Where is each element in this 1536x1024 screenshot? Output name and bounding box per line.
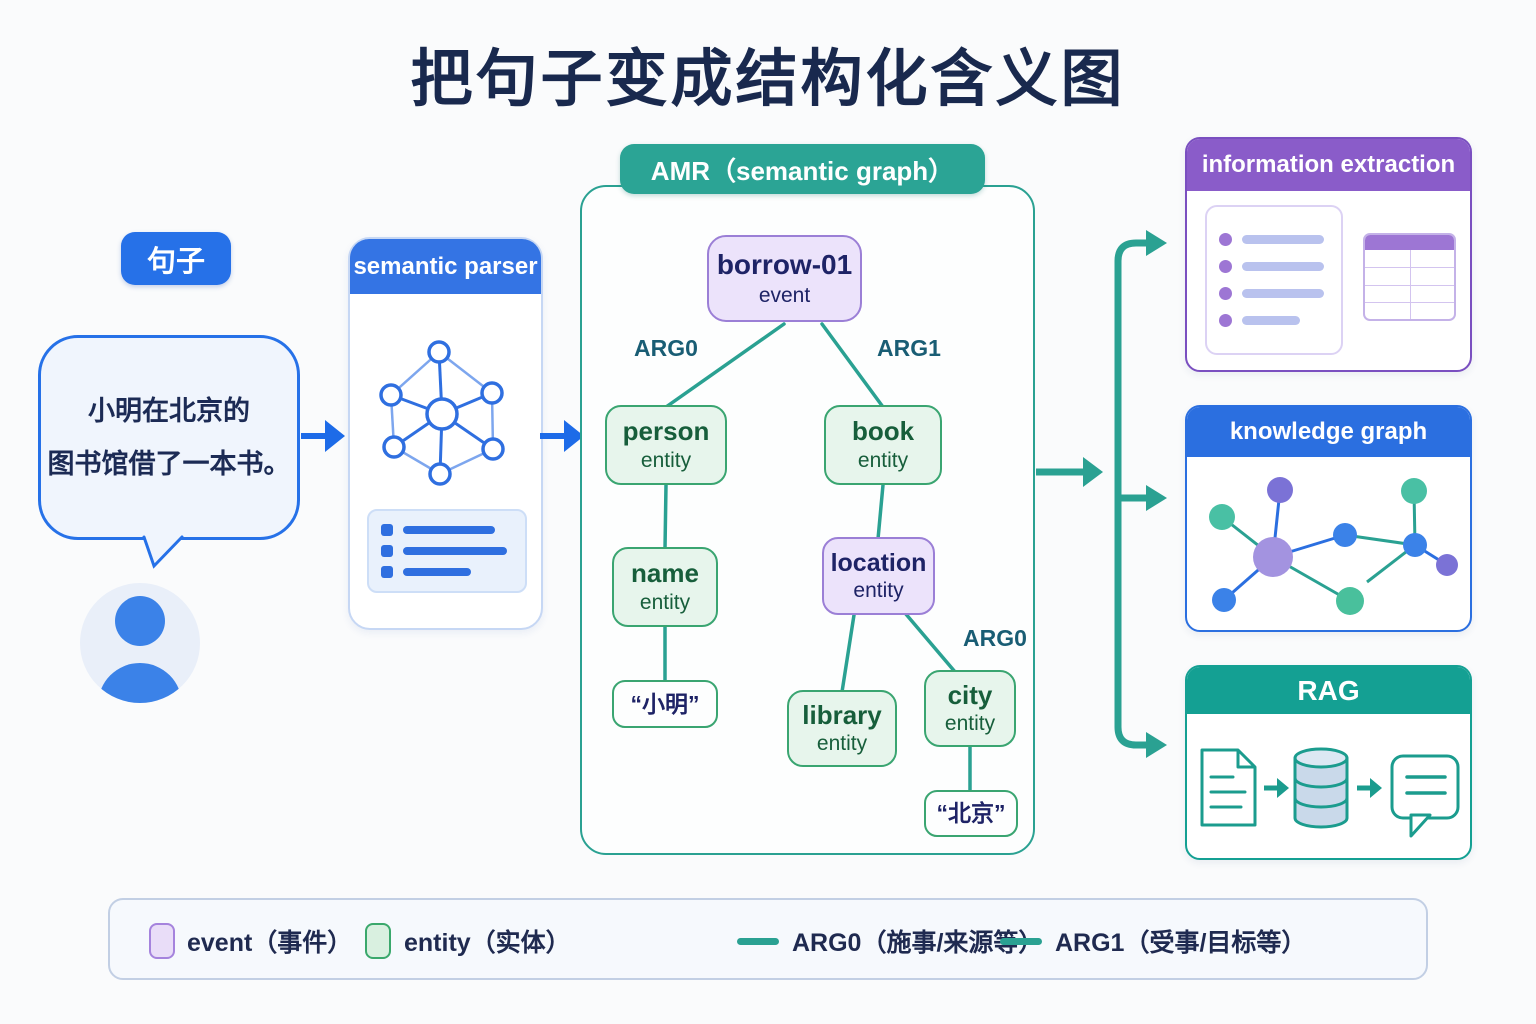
node-sublabel: entity [857, 448, 909, 472]
knowledge-graph-header: knowledge graph [1187, 407, 1470, 457]
arrow-input-to-parser [301, 420, 345, 452]
semantic-parser-header: semantic parser [350, 239, 541, 294]
extracted-list-icon [1205, 205, 1343, 355]
sentence-line-2: 图书馆借了一本书。 [47, 448, 291, 479]
sentence-line-1: 小明在北京的 [88, 395, 250, 426]
network-graph-icon [379, 340, 505, 486]
amr-graph-box: borrow-01 event ARG0 ARG1 ARG0 person en… [580, 185, 1035, 855]
node-label: “小明” [630, 690, 700, 717]
arrow-amr-to-outputs [1036, 230, 1167, 758]
arrow-parser-to-amr [540, 420, 584, 452]
sentence-badge: 句子 [121, 232, 231, 285]
knowledge-graph-panel: knowledge graph [1185, 405, 1472, 632]
list-dot [1219, 287, 1232, 300]
amr-leaf-beijing: “北京” [924, 790, 1018, 837]
table-icon [1363, 233, 1456, 321]
node-sublabel: entity [816, 732, 868, 756]
semantic-parser-card: semantic parser [348, 237, 543, 630]
node-sublabel: entity [853, 579, 904, 603]
edge-label-arg0-city: ARG0 [963, 625, 1027, 651]
node-label: borrow-01 [716, 249, 853, 281]
amr-header: AMR（semantic graph） [620, 144, 985, 194]
list-bar [1242, 289, 1324, 298]
list-bar [403, 568, 471, 576]
chat-bubble-icon [1390, 754, 1460, 838]
list-dot [1219, 260, 1232, 273]
document-icon [1200, 748, 1257, 827]
list-dot [1219, 233, 1232, 246]
node-label: location [830, 548, 927, 577]
node-sublabel: entity [639, 590, 691, 614]
legend-arg1-label: ARG1（受事/目标等） [1055, 929, 1307, 957]
amr-node-name: name entity [612, 547, 718, 627]
knowledge-graph-icon [1209, 477, 1458, 615]
speech-bubble-tail [142, 535, 184, 569]
node-label: book [851, 416, 915, 447]
rag-panel: RAG [1185, 665, 1472, 860]
list-bullet [381, 566, 393, 578]
amr-node-city: city entity [924, 670, 1016, 747]
node-sublabel: entity [640, 448, 692, 472]
amr-node-person: person entity [605, 405, 727, 485]
node-label: city [947, 679, 993, 710]
amr-tree-edges [663, 322, 972, 794]
list-bar [1242, 262, 1324, 271]
list-bullet [381, 545, 393, 557]
legend-bar: event（事件） entity（实体） ARG0（施事/来源等） ARG1（受… [108, 898, 1428, 980]
list-bar [1242, 235, 1324, 244]
database-icon [1293, 747, 1349, 829]
edge-label-arg0: ARG0 [634, 335, 698, 361]
legend-event-swatch [149, 923, 175, 959]
list-bar [1242, 316, 1300, 325]
list-icon [367, 509, 527, 593]
legend-event-label: event（事件） [187, 929, 353, 957]
person-icon [80, 583, 200, 703]
amr-node-borrow-01: borrow-01 event [707, 235, 862, 322]
amr-node-library: library entity [787, 690, 897, 767]
legend-entity-label: entity（实体） [404, 929, 571, 957]
arrow-db-to-answer [1357, 778, 1382, 798]
node-label: name [631, 558, 699, 589]
legend-arg1-line [1000, 938, 1042, 945]
rag-header: RAG [1187, 667, 1470, 714]
node-sublabel: event [758, 283, 811, 307]
legend-entity-swatch [365, 923, 391, 959]
page-title: 把句子变成结构化含义图 [410, 45, 1126, 114]
node-label: person [622, 416, 710, 447]
information-extraction-header: information extraction [1187, 139, 1470, 191]
amr-leaf-xiaoming: “小明” [612, 680, 718, 728]
list-bar [403, 526, 495, 534]
list-dot [1219, 314, 1232, 327]
list-bullet [381, 524, 393, 536]
information-extraction-panel: information extraction [1185, 137, 1472, 372]
table-header-bar [1365, 235, 1454, 250]
amr-node-book: book entity [824, 405, 942, 485]
node-label: “北京” [936, 800, 1006, 827]
list-bar [403, 547, 507, 555]
edge-label-arg1: ARG1 [877, 335, 941, 361]
node-sublabel: entity [944, 712, 996, 736]
legend-arg0-line [737, 938, 779, 945]
rag-pipeline-icons [1200, 747, 1460, 838]
amr-node-location: location entity [822, 537, 935, 615]
sentence-speech-bubble: 小明在北京的 图书馆借了一本书。 [38, 335, 300, 540]
arrow-doc-to-db [1264, 778, 1289, 798]
node-label: library [802, 699, 882, 730]
